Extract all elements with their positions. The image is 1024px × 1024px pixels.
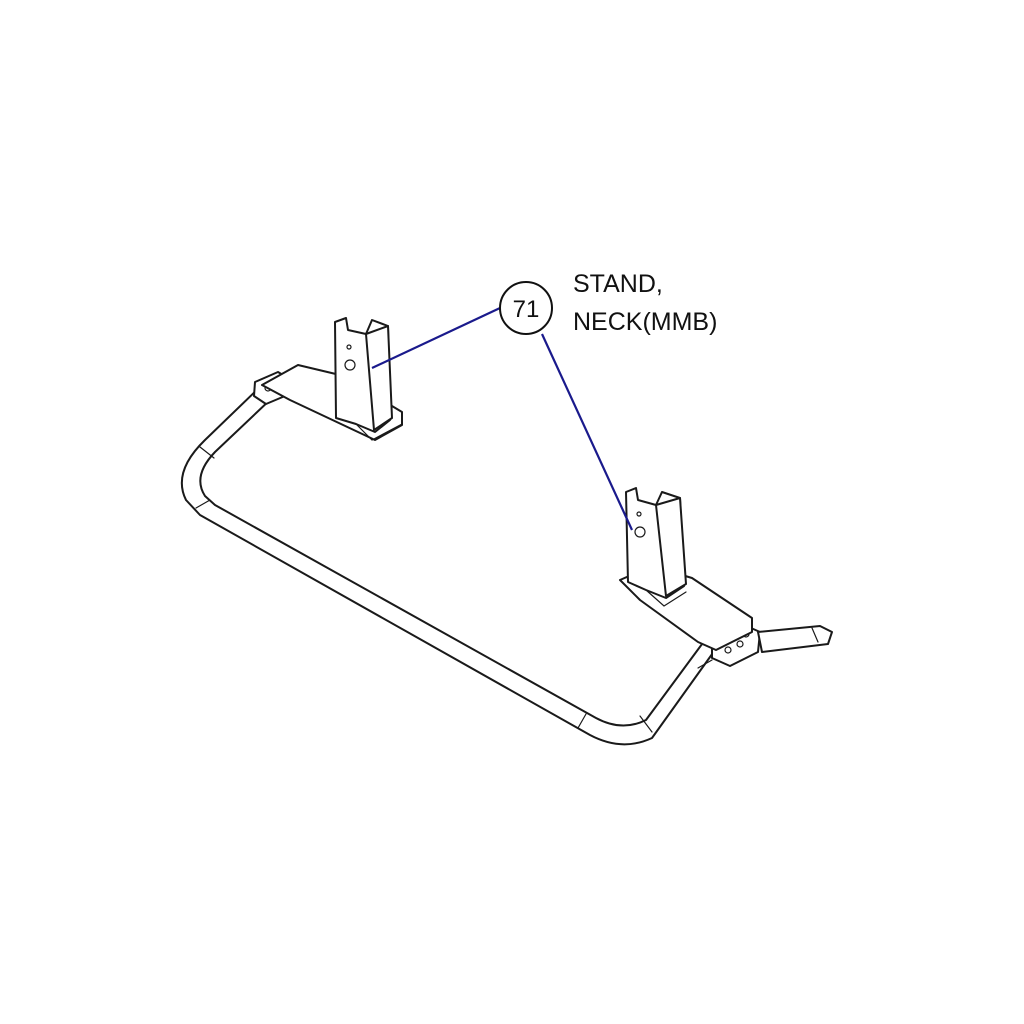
- left-neck-upright-front: [365, 325, 393, 431]
- part-label-line-1: STAND,: [573, 270, 663, 298]
- frame-joint-right: [639, 715, 653, 733]
- right-neck-mount-hole: [634, 526, 646, 538]
- bracket-hole: [724, 646, 732, 654]
- right-plate-edge: [645, 589, 687, 607]
- callout-balloon: 71: [499, 281, 553, 335]
- frame-joint-left: [199, 446, 215, 459]
- left-neck-mount-hole: [344, 359, 356, 371]
- frame-inner-edge: [199, 397, 706, 727]
- left-neck-plate: [261, 317, 403, 441]
- stand-base-frame: [180, 371, 833, 746]
- callout-circle: [499, 281, 553, 335]
- frame-joint-front-left: [195, 499, 211, 509]
- frame-joint-front-right: [577, 713, 587, 729]
- frame-rear-tab: [757, 625, 833, 653]
- right-neck-small-hole: [636, 511, 642, 517]
- right-neck-plate: [619, 487, 753, 651]
- frame-joint-back-right: [697, 659, 713, 669]
- frame-outer-edge: [180, 384, 716, 746]
- callout-number: 71: [513, 296, 540, 323]
- left-plate-edge: [355, 423, 403, 441]
- leader-line-right-neck: [541, 333, 633, 531]
- bracket-hole: [736, 640, 744, 648]
- part-label-line-2: NECK(MMB): [573, 308, 717, 336]
- part-name-label: STAND, NECK(MMB): [573, 270, 717, 336]
- left-neck-small-hole: [346, 344, 352, 350]
- right-neck-upright-front: [655, 497, 687, 597]
- rear-tab-edge: [811, 627, 819, 643]
- leader-line-left-neck: [371, 307, 501, 369]
